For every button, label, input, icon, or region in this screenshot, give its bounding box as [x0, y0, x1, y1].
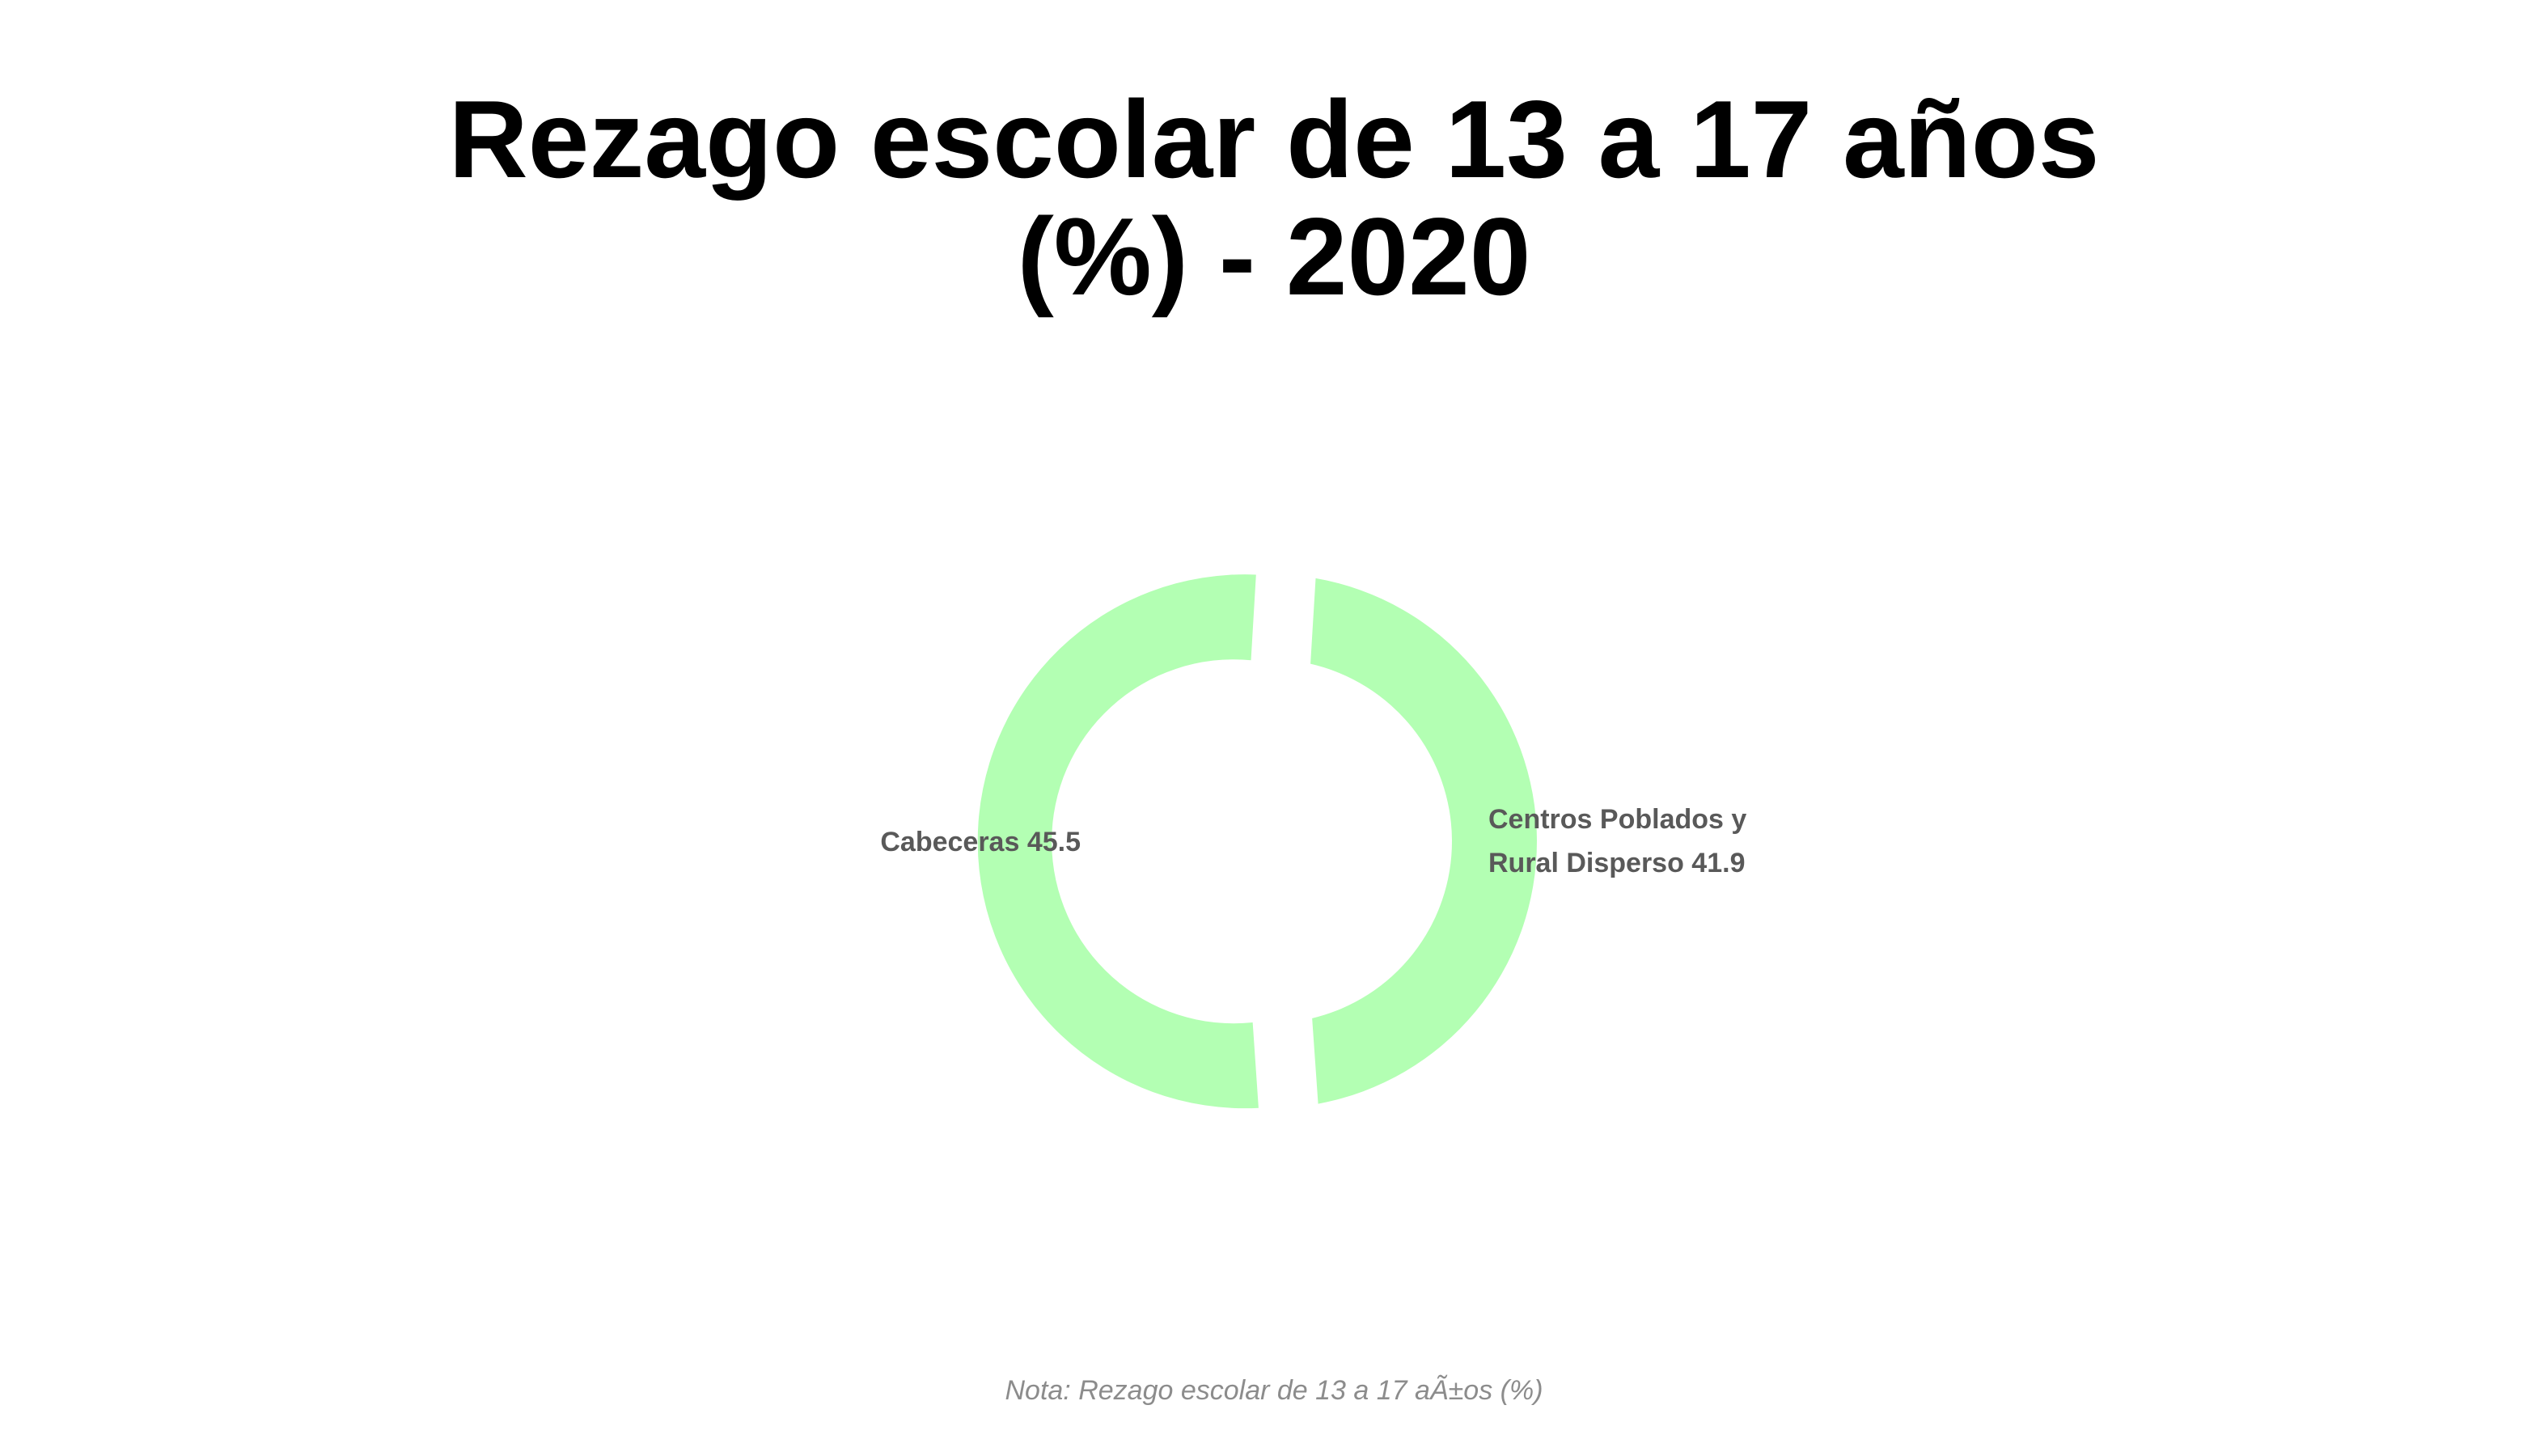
- chart-note: Nota: Rezago escolar de 13 a 17 aÃ±os (%…: [1005, 1375, 1543, 1406]
- slice-label-cabeceras: Cabeceras 45.5: [880, 827, 1081, 857]
- chart-title-line-1: Rezago escolar de 13 a 17 años: [448, 78, 2100, 201]
- donut-slice-cabeceras: [977, 574, 1259, 1109]
- chart-title-line-2: (%) - 2020: [1017, 195, 1531, 318]
- donut-slice-centros-poblados-y-rural-disperso: [1310, 578, 1537, 1104]
